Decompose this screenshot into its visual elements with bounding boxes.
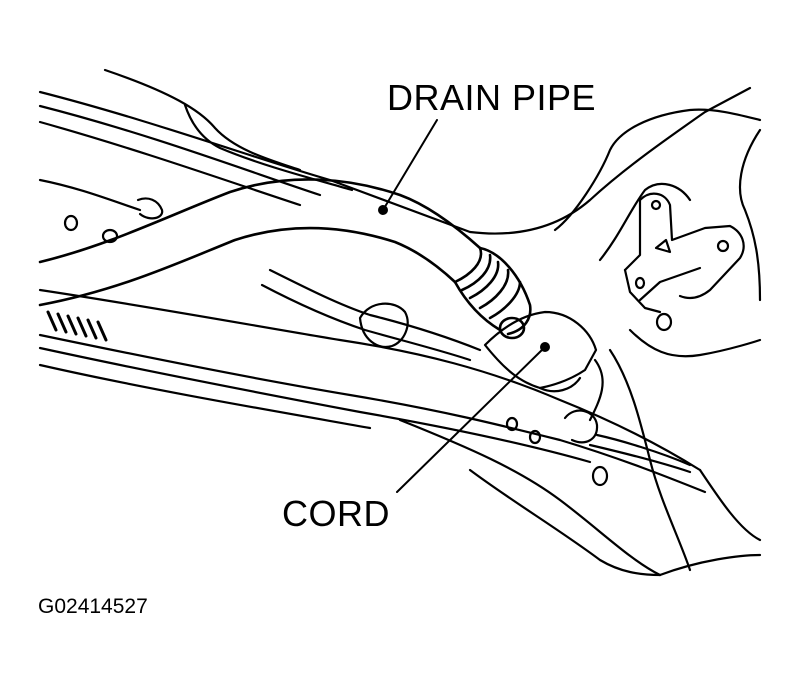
drain-pipe-leader-dot: [378, 205, 388, 215]
cord-label: CORD: [282, 493, 390, 534]
cord: [260, 268, 692, 474]
body-panel: [38, 68, 762, 577]
drain-pipe: [38, 178, 532, 340]
cord-leader: [396, 346, 546, 493]
drain-pipe-label: DRAIN PIPE: [387, 77, 597, 118]
drain-pipe-leader: [382, 119, 438, 211]
cord-leader-dot: [540, 342, 550, 352]
figure-id: G02414527: [38, 595, 148, 618]
